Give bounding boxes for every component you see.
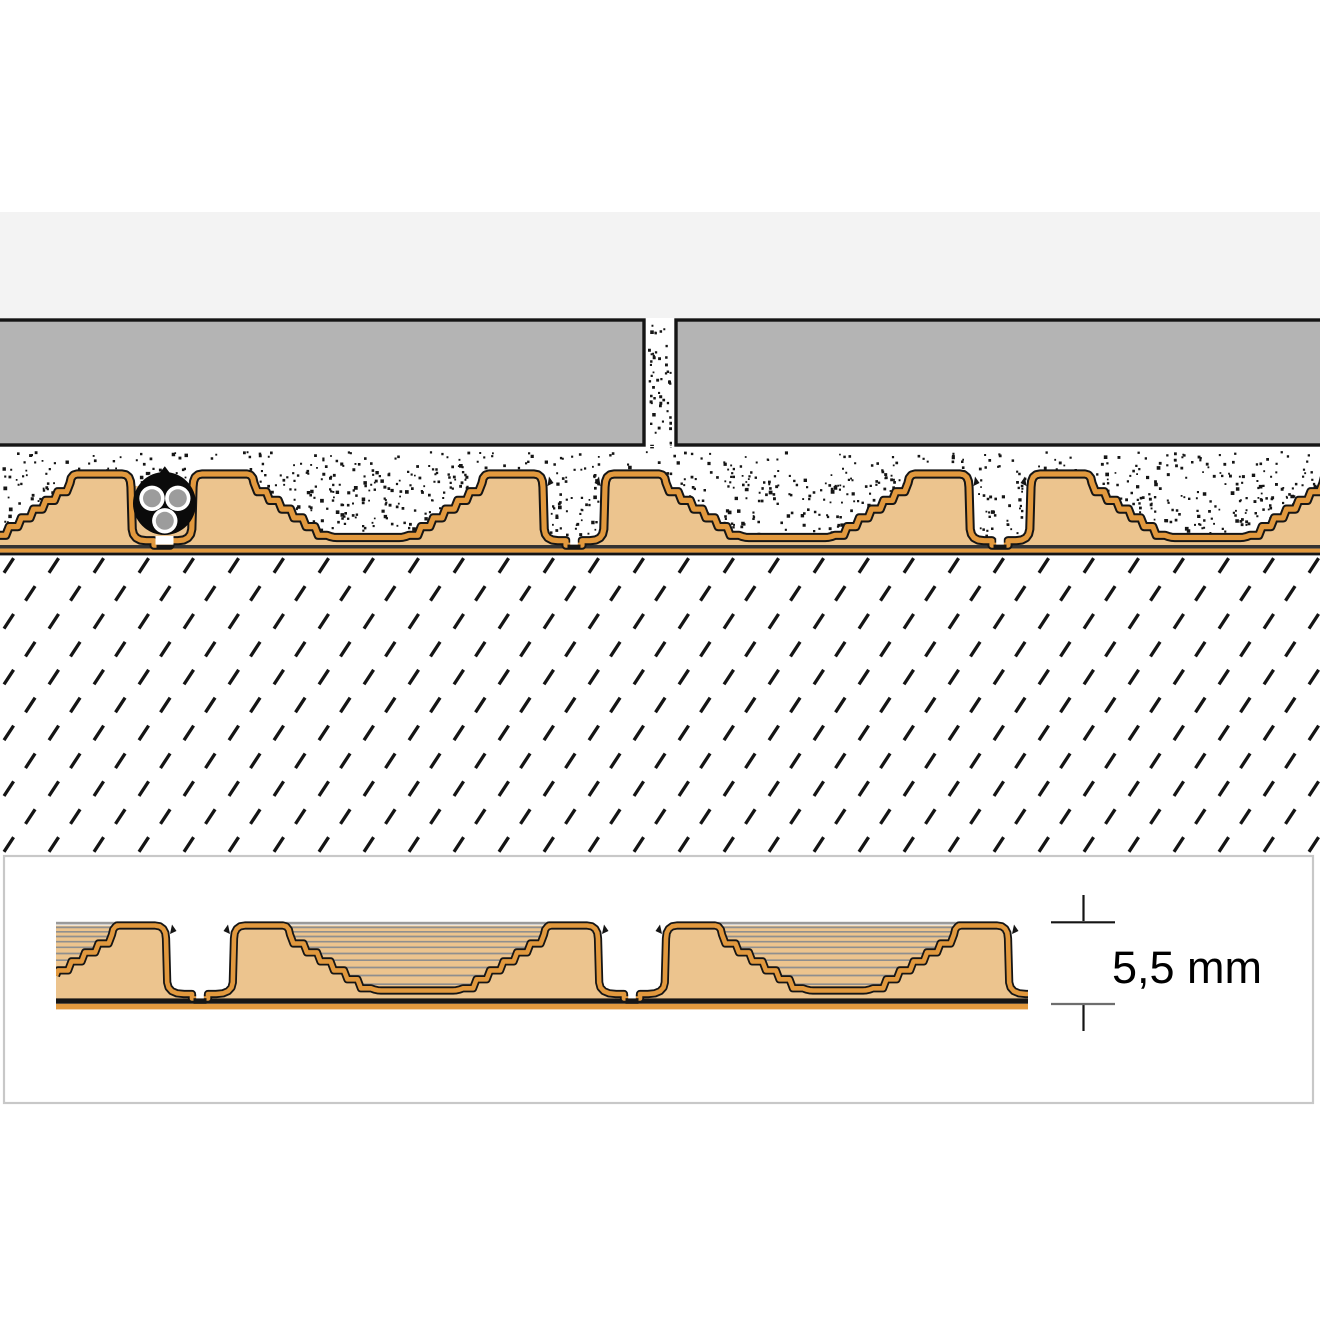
svg-text:5,5 mm: 5,5 mm [1112,942,1262,993]
